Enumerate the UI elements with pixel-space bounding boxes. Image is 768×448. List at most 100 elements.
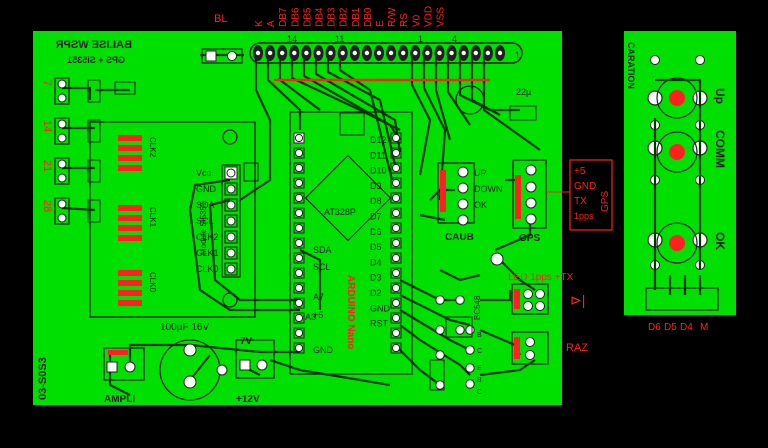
board-title: BALISE WSPR [56,39,132,51]
gps-pad-2 [525,181,537,193]
header-pin-label: V0 [411,14,422,27]
arduino-d-label: RST [370,319,389,329]
cal-pad [457,198,469,210]
bl-jumper [201,48,243,64]
component-pad [465,363,475,373]
bl-pad [227,51,237,61]
button-center [669,90,685,106]
clk-tab [118,225,142,231]
trans2-pin-e: E [477,365,482,372]
module-pin-pad [224,246,238,260]
gps-side-label: GPS [600,191,611,212]
button-center [669,235,685,251]
module-pin-label: CLK0 [196,264,219,274]
arduino-right-pad [390,162,402,174]
right-board-title: CARATION [626,42,636,89]
header-pin-label: A [266,20,277,27]
left-num-label: 21 [41,160,53,172]
lcd-header-connector [201,42,523,64]
clk-tab [118,300,142,306]
arduino-d-label: D9 [370,181,382,191]
arduino-left-pad [293,207,305,219]
arduino-d-label: D4 [370,257,382,267]
arduino-left-pad [293,237,305,249]
right-board-area [624,31,736,315]
via-pad [650,55,660,65]
arduino-right-pad [390,312,402,324]
header-pin-label: R/W [387,7,398,27]
raz-label: RAZ [566,342,588,354]
arduino-left-pad [293,312,305,324]
arduino-right-pad [390,252,402,264]
via-pad [695,55,705,65]
header-num-4: 4 [452,34,457,44]
header-pin-label: DB5 [302,7,313,27]
arduino-right-pad [390,177,402,189]
arduino-right-pad [390,297,402,309]
header-pin-label: VDD [423,6,434,27]
board-code: 03-S0S3 [37,357,49,400]
regulator-7v-label: 7V [240,336,253,347]
right-label-d6: D6 [648,322,661,333]
header-pin-label: DB1 [351,7,362,27]
trans2-pin-c: C [477,389,482,396]
arduino-d-label: GND [370,303,391,313]
right-board: CARATION COMM Up OK [624,31,736,315]
header-pin-label: K [254,20,265,27]
arduino-d-label: D11 [370,150,386,160]
header-num-1a: 1 [418,34,423,44]
module-pin-label: SDA [196,200,215,210]
arduino-left-label: SDA [313,245,332,255]
right-label-d4: D4 [680,322,693,333]
header-pin-label: E [375,20,386,27]
arduino-left-pad [293,282,305,294]
header-pin-label: DB0 [363,7,374,27]
external-labels: RAZ ⊳| [566,292,588,354]
caub-label: CAUB [445,232,474,243]
board-subtitle: GPS + Si5351 [67,55,125,65]
arduino-right-pad [390,132,402,144]
left-connector [54,117,70,145]
clk-tab [118,145,142,151]
bl-pad [205,50,217,62]
arduino-right-pad [390,342,402,354]
header-pin-label: DB3 [327,7,338,27]
arduino-d-label: D5 [370,242,382,252]
cal-pad [457,182,469,194]
clk-tab [118,135,142,141]
left-connector [54,197,70,225]
arduino-d-label: D3 [370,273,382,283]
header-num-1b: 1 [515,50,520,60]
led-area: LED 1pps +TX BC548 B C E B C [429,252,574,396]
component-pad [435,350,445,360]
module-pin-label: CLK1 [196,248,219,258]
si5351-module-name: Module Si5351 [199,201,208,255]
module-pin-pad [224,230,238,244]
trans-pin-c: C [477,348,482,355]
gps-pad-4 [525,213,537,225]
button-pad [647,90,663,106]
arduino-d-label: D7 [370,212,382,222]
led-label: LED 1pps +TX [508,272,574,283]
arduino-d-label: D8 [370,196,382,206]
contrast-pot [455,85,485,115]
button-center [669,144,685,160]
gps-line-tx: TX [574,196,587,207]
module-pin-label: GND [196,184,217,194]
arduino-left-pad [293,177,305,189]
cap-100u-label: 100µF 16V [160,322,209,333]
usb-connector [339,112,365,136]
gps-connector: GPS [512,159,547,244]
arduino-label: ARDUINO Nano [345,275,356,349]
arduino-right-pad [390,192,402,204]
arduino-right-pad [390,267,402,279]
module-pin-label: SCL [196,216,214,226]
arduino-left-pad [293,342,305,354]
clk-tab [118,205,142,211]
trans2-pin-b: B [477,377,482,384]
cal-label: UP [474,168,487,178]
gps-line-gnd: GND [574,181,596,192]
arduino-left-pad [293,147,305,159]
